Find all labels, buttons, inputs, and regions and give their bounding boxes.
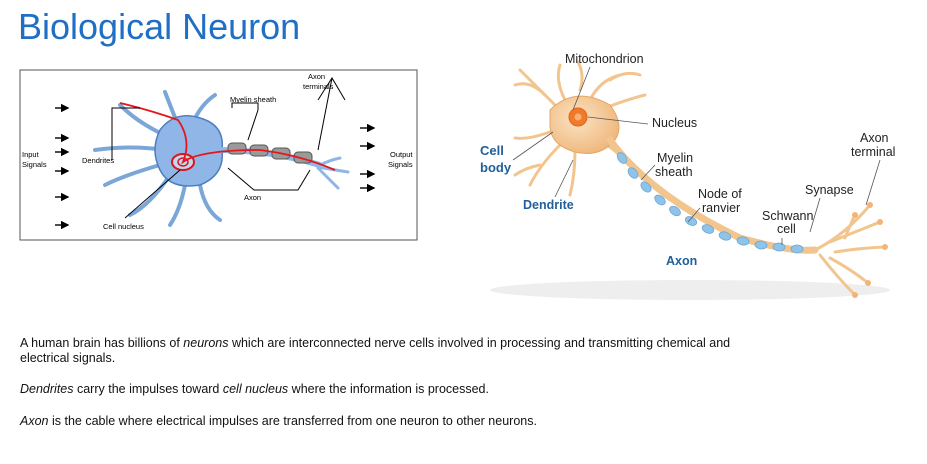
node-of-ranvier-label: Node of: [698, 187, 742, 201]
axon-label-left: Axon: [244, 193, 261, 202]
myelin-sheath-label: Myelin sheath: [230, 95, 276, 104]
schwann-cell-label: Schwann: [762, 209, 813, 223]
output-signals-label: Output: [390, 150, 413, 159]
input-arrows: [55, 103, 70, 230]
input-signals-label-2: Signals: [22, 160, 47, 169]
axon-terminals-label: Axon: [308, 72, 325, 81]
node-of-ranvier-label-2: ranvier: [702, 201, 740, 215]
axon-terminal-label-2: terminal: [851, 145, 895, 159]
left-neuron-diagram: Input Signals Dendrites Cell nucleus Mye…: [19, 69, 418, 241]
output-signals-label-2: Signals: [388, 160, 413, 169]
mitochondrion-label: Mitochondrion: [565, 52, 644, 66]
axon-terminal-label: Axon: [860, 131, 889, 145]
dendrites-paragraph: Dendrites carry the impulses toward cell…: [20, 382, 489, 396]
dendrites-label: Dendrites: [82, 156, 114, 165]
schwann-cell-label-2: cell: [777, 222, 796, 236]
right-myelin-sheath: [616, 152, 804, 254]
signal-path: [119, 102, 336, 171]
synapse-knobs: [852, 202, 888, 298]
myelin-sheath-label-right-2: sheath: [655, 165, 693, 179]
axon-paragraph: Axon is the cable where electrical impul…: [20, 414, 537, 428]
left-cell-body: [154, 115, 224, 187]
output-arrows: [360, 123, 376, 193]
right-neuron-diagram: Mitochondrion Nucleus Cell body Dendrite…: [480, 52, 895, 300]
axon-terminals-label-2: terminals: [303, 82, 334, 91]
cell-body-label: Cell: [480, 143, 504, 158]
cell-body-label-2: body: [480, 160, 512, 175]
neuron-diagrams: Input Signals Dendrites Cell nucleus Mye…: [19, 52, 895, 300]
input-signals-label: Input: [22, 150, 40, 159]
intro-paragraph: A human brain has billions of neurons wh…: [20, 336, 731, 365]
dendrite-label: Dendrite: [523, 198, 574, 212]
myelin-sheath-label-right: Myelin: [657, 151, 693, 165]
right-axon-terminals: [813, 203, 887, 297]
synapse-label: Synapse: [805, 183, 854, 197]
axon-label-right: Axon: [666, 254, 697, 268]
page-title: Biological Neuron: [18, 6, 301, 47]
nucleus-label: Nucleus: [652, 116, 697, 130]
right-cell-body: [549, 95, 620, 154]
cell-nucleus-label: Cell nucleus: [103, 222, 144, 231]
